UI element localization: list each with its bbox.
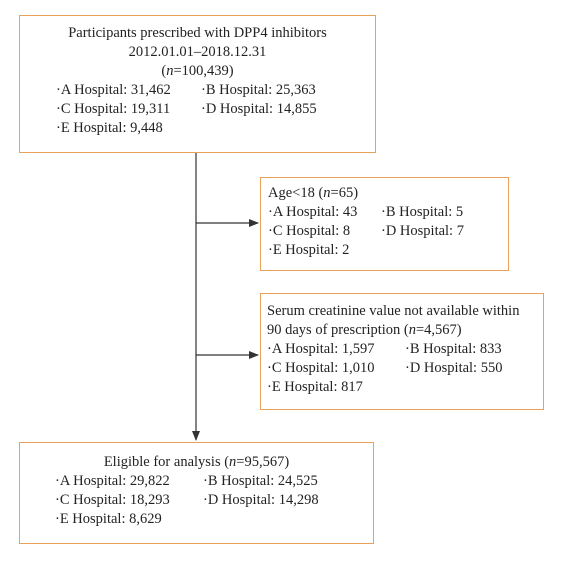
list-item: ·D Hospital: 550 (405, 360, 503, 376)
participants-title: Participants prescribed with DPP4 inhibi… (68, 25, 327, 41)
participants-hospital-list: ·A Hospital: 31,462 ·B Hospital: 25,363 … (56, 81, 375, 138)
exclusion-creatinine-hospital-list: ·A Hospital: 1,597 ·B Hospital: 833 ·C H… (267, 340, 543, 397)
box-eligible: Eligible for analysis (n=95,567) ·A Hosp… (19, 442, 374, 544)
list-item: ·E Hospital: 2 (268, 242, 350, 258)
list-item: ·D Hospital: 7 (381, 223, 464, 239)
list-item: ·A Hospital: 43 (268, 204, 358, 220)
exclusion-creatinine-line1: Serum creatinine value not available wit… (267, 303, 520, 319)
list-item: ·C Hospital: 19,311 (56, 101, 171, 117)
list-item: ·A Hospital: 31,462 (56, 82, 171, 98)
participants-period: 2012.01.01–2018.12.31 (128, 44, 267, 60)
list-item: ·A Hospital: 29,822 (55, 473, 170, 489)
exclusion-age-hospital-list: ·A Hospital: 43 ·B Hospital: 5 ·C Hospit… (268, 203, 508, 260)
list-item: ·E Hospital: 817 (267, 379, 363, 395)
list-item: ·C Hospital: 1,010 (267, 360, 375, 376)
list-item: ·B Hospital: 25,363 (201, 82, 316, 98)
list-item: ·E Hospital: 9,448 (56, 120, 163, 136)
exclusion-age-title: Age<18 (n=65) (268, 185, 359, 201)
list-item: ·B Hospital: 833 (405, 341, 502, 357)
list-item: ·C Hospital: 18,293 (55, 492, 170, 508)
list-item: ·E Hospital: 8,629 (55, 511, 162, 527)
box-participants: Participants prescribed with DPP4 inhibi… (19, 15, 376, 153)
participants-count: (n=100,439) (161, 63, 234, 79)
list-item: ·C Hospital: 8 (268, 223, 351, 239)
box-exclusion-creatinine: Serum creatinine value not available wit… (260, 293, 544, 410)
box-exclusion-age: Age<18 (n=65) ·A Hospital: 43 ·B Hospita… (260, 177, 509, 271)
list-item: ·B Hospital: 24,525 (203, 473, 318, 489)
list-item: ·D Hospital: 14,855 (201, 101, 317, 117)
list-item: ·D Hospital: 14,298 (203, 492, 319, 508)
eligible-title: Eligible for analysis (n=95,567) (103, 454, 290, 470)
exclusion-creatinine-line2: 90 days of prescription (n=4,567) (267, 322, 462, 338)
list-item: ·B Hospital: 5 (381, 204, 464, 220)
eligible-hospital-list: ·A Hospital: 29,822 ·B Hospital: 24,525 … (55, 472, 373, 529)
list-item: ·A Hospital: 1,597 (267, 341, 375, 357)
